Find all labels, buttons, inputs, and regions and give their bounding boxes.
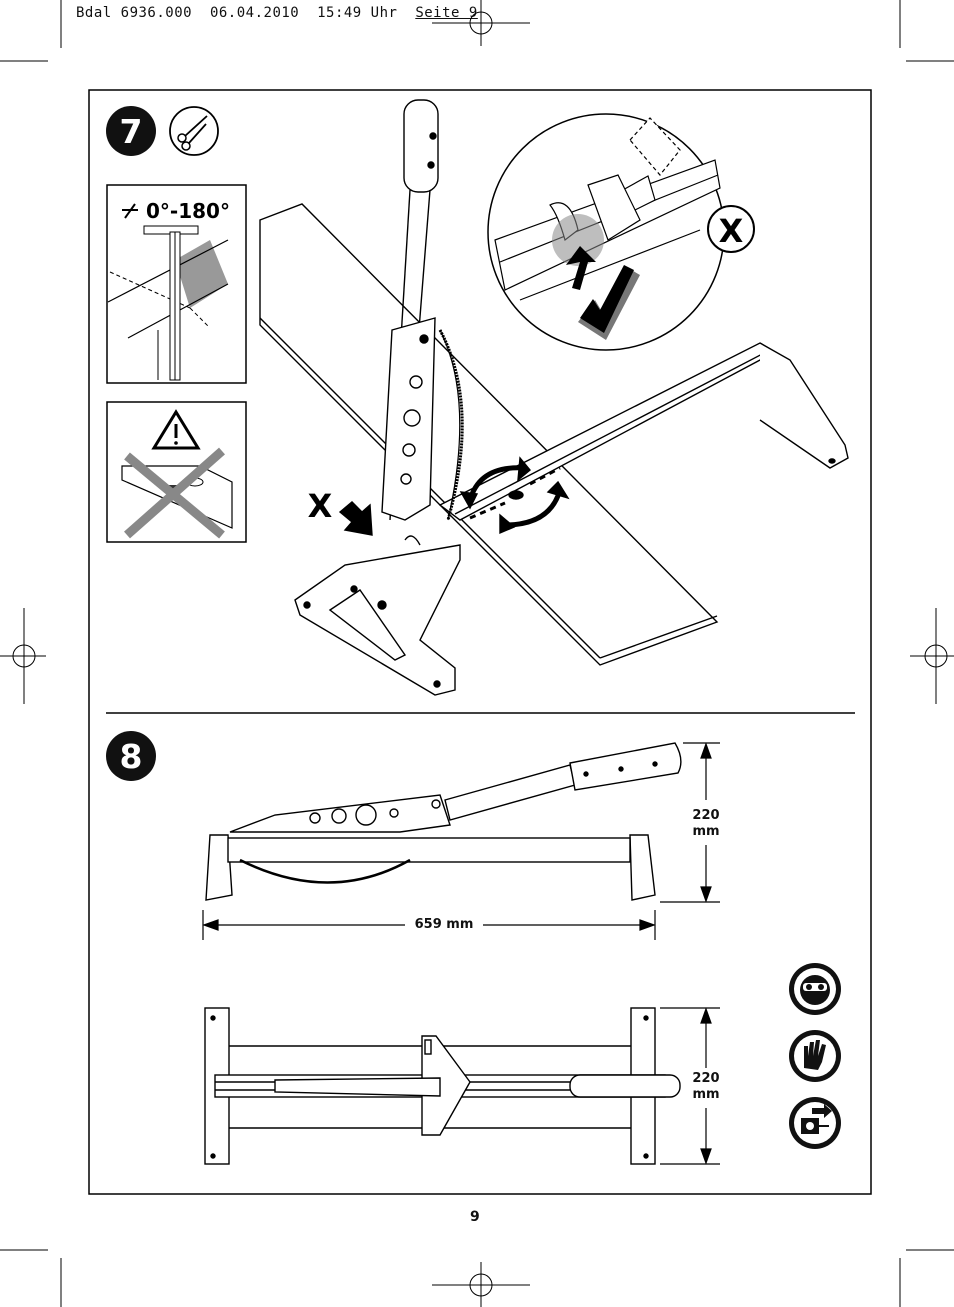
height-dimension-top: 220 mm bbox=[686, 1071, 726, 1103]
figure-7-badge bbox=[106, 106, 156, 156]
gloves-icon bbox=[789, 1030, 841, 1082]
side-view bbox=[205, 742, 682, 901]
height-value-top: 220 bbox=[692, 1071, 720, 1086]
angle-panel: 0°-180° bbox=[106, 184, 247, 384]
print-time: 15:49 Uhr bbox=[317, 5, 398, 21]
print-header: Bdal 6936.000 06.04.2010 15:49 Uhr Seite… bbox=[76, 5, 478, 21]
scissors-icon bbox=[169, 106, 219, 156]
x-mark-circle bbox=[707, 205, 755, 253]
page-frame bbox=[88, 89, 872, 1195]
read-manual-icon bbox=[789, 1097, 841, 1149]
top-view bbox=[204, 1007, 681, 1165]
figure-8-badge bbox=[106, 731, 156, 781]
doc-id: Bdal 6936.000 bbox=[76, 5, 193, 21]
warning-panel bbox=[106, 401, 247, 543]
figure-7-number: 7 bbox=[120, 112, 143, 151]
angle-label: 0°-180° bbox=[146, 199, 230, 223]
figure-8-number: 8 bbox=[120, 737, 143, 776]
x-arrow-label: X bbox=[308, 487, 333, 525]
dimension-lines bbox=[202, 742, 720, 1165]
height-dimension-side: 220 mm bbox=[686, 808, 726, 840]
height-value-side: 220 bbox=[692, 808, 720, 823]
saw-illustration bbox=[259, 99, 849, 696]
height-unit-top: mm bbox=[692, 1087, 720, 1102]
page-number: 9 bbox=[470, 1209, 480, 1225]
eye-protection-icon bbox=[789, 963, 841, 1015]
height-unit-side: mm bbox=[692, 824, 720, 839]
print-date: 06.04.2010 bbox=[209, 5, 300, 21]
detail-circle bbox=[487, 113, 725, 351]
x-mark: X bbox=[719, 212, 744, 250]
page-label: Seite 9 bbox=[415, 5, 478, 21]
length-dimension: 659 mm bbox=[405, 917, 483, 933]
